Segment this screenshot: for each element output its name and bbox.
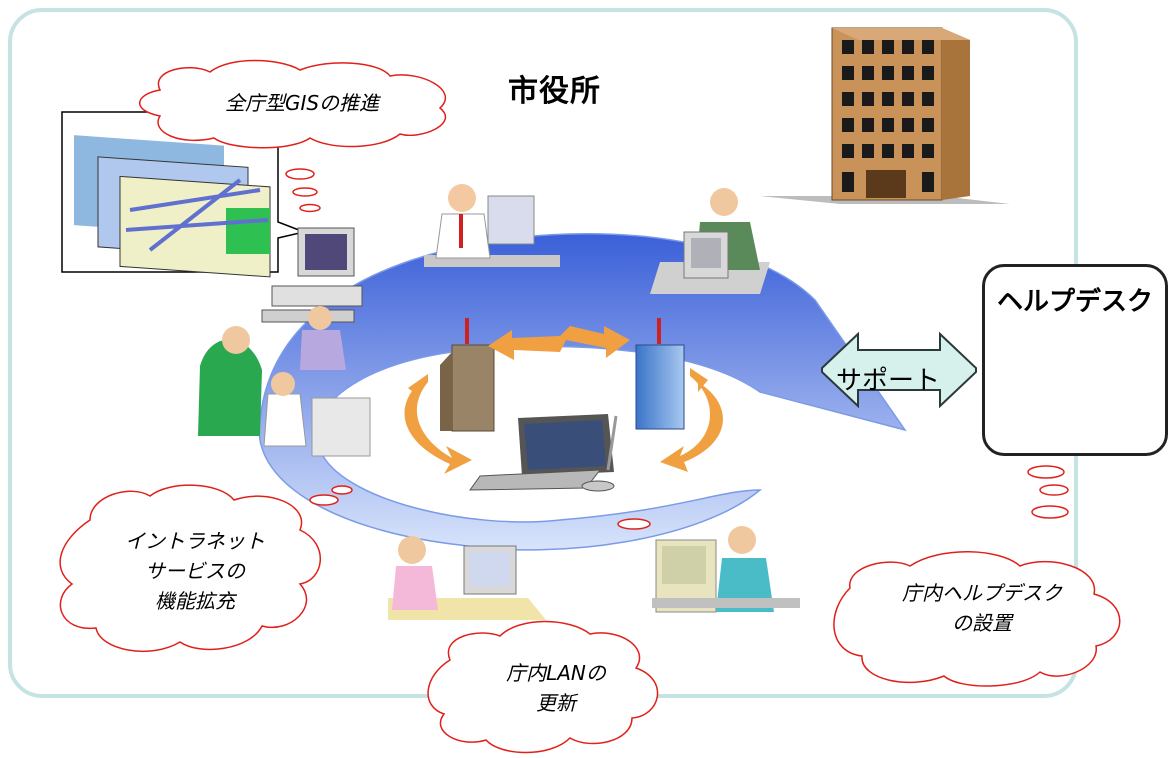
cloud-helpdesk-setup <box>833 465 1121 687</box>
woman-reading-icon <box>652 526 800 613</box>
diagram-title: 市役所 <box>508 74 601 109</box>
cloud-intranet-line-2: サービスの <box>145 559 245 583</box>
cloud-intranet <box>59 484 353 653</box>
cloud-intranet-text: イントラネット サービスの 機能拡充 <box>80 526 310 616</box>
cloud-lan-line-1: 庁内LANの <box>506 661 606 685</box>
office-worker-icon <box>424 184 560 267</box>
cloud-intranet-line-1: イントラネット <box>125 529 265 553</box>
cloud-helpdesk-setup-text: 庁内ヘルプデスク の設置 <box>862 578 1102 638</box>
desktop-computer-icon <box>261 227 363 323</box>
blue-tower-icon <box>635 318 685 430</box>
brown-tower-icon <box>440 318 495 432</box>
cloud-helpdesk-setup-line-2: の設置 <box>952 611 1012 635</box>
support-label: サポート <box>836 366 941 396</box>
meeting-group-icon <box>198 306 371 457</box>
ring-arrow <box>258 233 907 551</box>
cloud-lan-text: 庁内LANの 更新 <box>456 658 656 718</box>
cloud-intranet-line-3: 機能拡充 <box>155 589 235 613</box>
cloud-lan-line-2: 更新 <box>536 691 576 715</box>
exchange-arrows <box>404 326 723 474</box>
operator-icon <box>650 188 770 294</box>
laptop-icon <box>469 414 618 492</box>
woman-at-computer-icon <box>388 536 546 620</box>
helpdesk-box: ヘルプデスク <box>982 264 1168 456</box>
gis-map-icon <box>61 111 307 278</box>
cloud-gis <box>139 59 447 213</box>
cloud-lan <box>427 518 659 754</box>
helpdesk-title: ヘルプデスク <box>996 287 1153 317</box>
support-arrow <box>821 331 977 409</box>
city-hall-building-icon <box>760 27 1010 204</box>
cloud-helpdesk-setup-line-1: 庁内ヘルプデスク <box>902 581 1062 605</box>
cloud-gis-text: 全庁型GISの推進 <box>224 91 380 115</box>
